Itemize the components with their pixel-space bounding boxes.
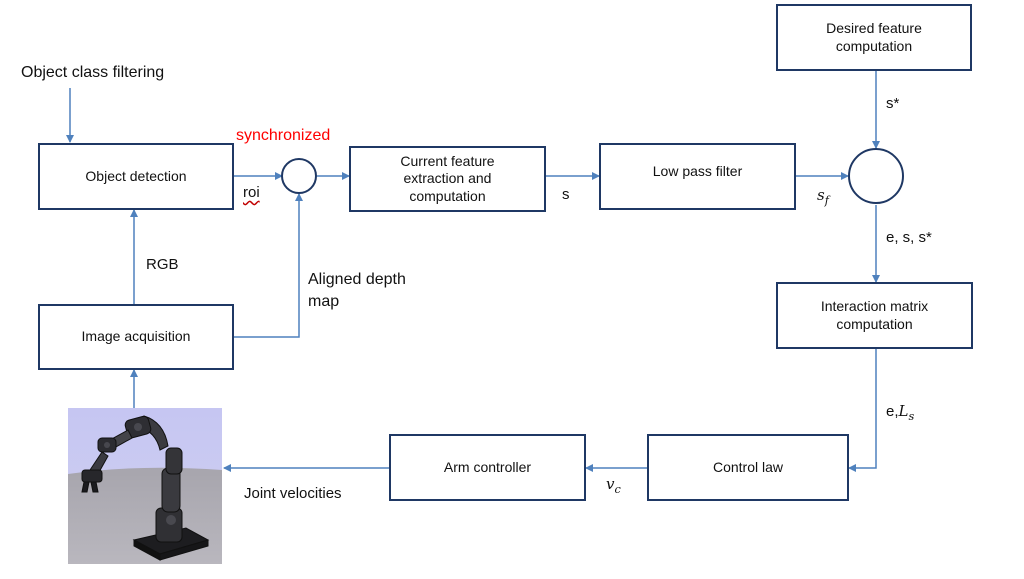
robot-arm-image [68,408,222,564]
interaction-matrix-block: Interaction matrix computation [776,282,973,349]
current-feature-block: Current feature extraction and computati… [349,146,546,212]
e-s-sstar-label: e, s, s* [886,229,932,246]
arm-controller-block: Arm controller [389,434,586,501]
synchronized-label: synchronized [236,127,331,144]
error-summing-junction [848,148,904,204]
arrow-depth-to-junction [234,193,303,338]
aligned-depth-map-label: Aligned depth map [308,271,406,311]
object-class-filtering-label: Object class filtering [21,64,165,81]
arrow-interaction-to-control [848,349,877,472]
image-acquisition-block: Image acquisition [38,304,234,370]
e-ls-label: e,Ls [886,402,915,423]
s-f-label: sf [817,186,829,207]
joint-velocities-label: Joint velocities [244,485,342,502]
v-c-label: vc [606,475,621,496]
roi-label: roi [243,184,260,201]
object-detection-block: Object detection [38,143,234,210]
s-label: s [562,186,570,203]
rgb-label: RGB [146,256,179,273]
sync-summing-junction [281,158,317,194]
s-star-label: s* [886,95,900,112]
desired-feature-block: Desired feature computation [776,4,972,71]
low-pass-filter-block: Low pass filter [599,143,796,210]
control-law-block: Control law [647,434,849,501]
